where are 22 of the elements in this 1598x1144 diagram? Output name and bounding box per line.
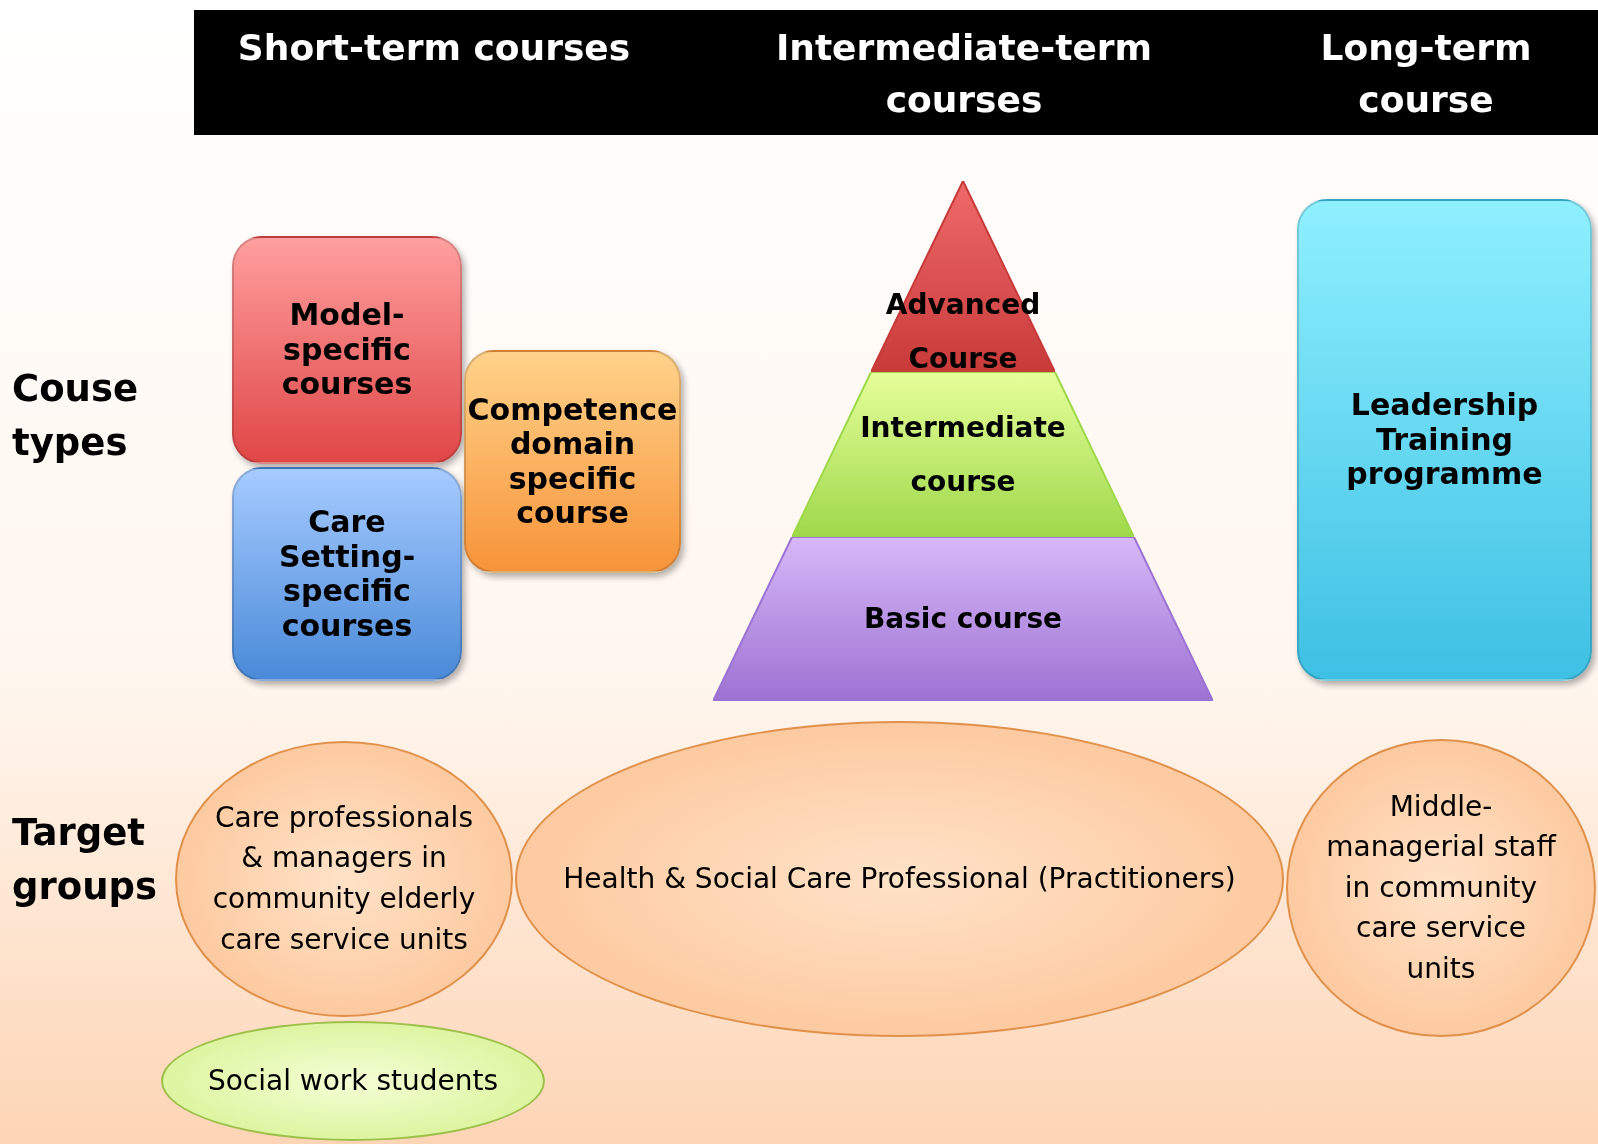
target-group-label: Middle-managerial staff in community care service units xyxy=(1325,788,1558,987)
column-heading: Short-term courses xyxy=(236,26,632,70)
pyramid-top-section xyxy=(871,181,1055,372)
course-label: Model-specific courses xyxy=(280,298,414,402)
setting-course-box xyxy=(232,467,462,681)
target-group-label: Social work students xyxy=(207,1062,499,1099)
course-label: Intermediate course xyxy=(859,410,1067,500)
model-course-box xyxy=(232,236,462,464)
competence-course-box xyxy=(464,350,681,573)
column-heading: Intermediate-term courses xyxy=(774,26,1154,123)
row-heading: Couse types xyxy=(12,366,140,466)
pyramid-middle-section xyxy=(792,372,1134,537)
target-group-label: Care professionals & managers in community elderly care service units xyxy=(211,799,477,958)
pyramid-base-section xyxy=(713,537,1213,701)
course-label: Basic course xyxy=(863,601,1063,638)
course-label: Competence domain specific course xyxy=(467,392,678,531)
course-label: Leadership Training programme xyxy=(1345,388,1544,492)
target-group-label: Health & Social Care Professional (Practitioners) xyxy=(563,860,1236,897)
leadership-course-box xyxy=(1297,199,1592,681)
column-heading: Long-term course xyxy=(1319,26,1533,123)
header-band xyxy=(194,10,1598,135)
course-label: Care Setting-specific courses xyxy=(277,505,417,643)
